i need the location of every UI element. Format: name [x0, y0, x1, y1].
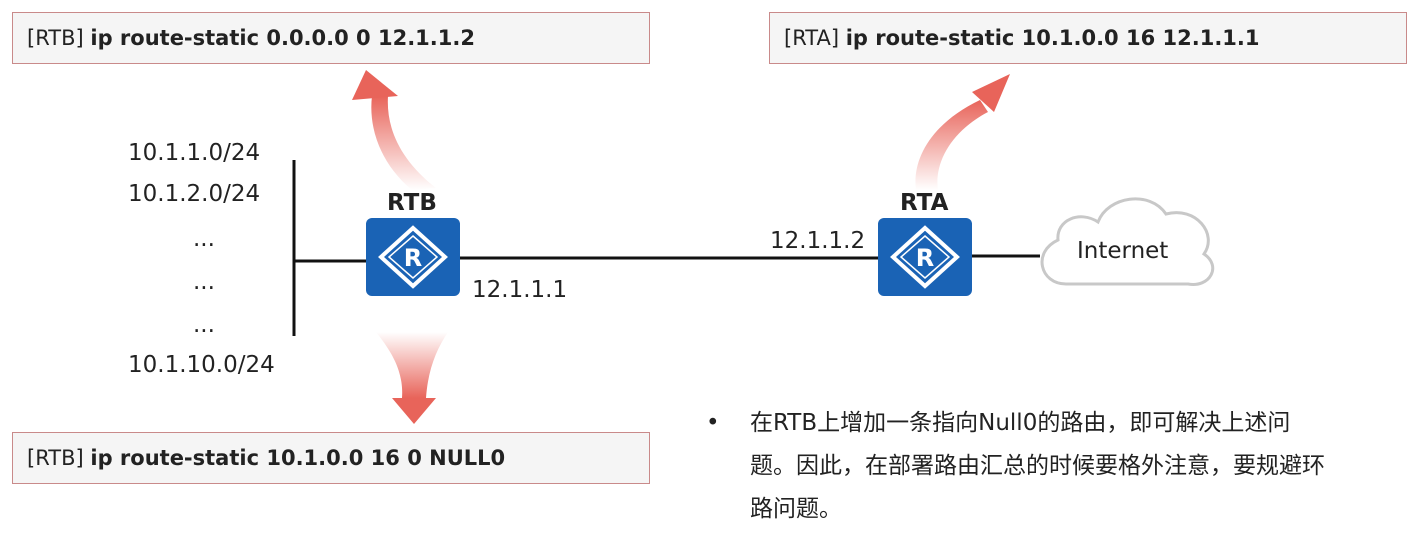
arrow-rtb-to-top-command [352, 70, 436, 190]
command-box-rtb-null0-route: [RTB] ip route-static 10.1.0.0 16 0 NULL… [12, 432, 650, 484]
command-prompt: [RTB] [27, 26, 84, 50]
command-box-rta-static-route: [RTA] ip route-static 10.1.0.0 16 12.1.1… [769, 12, 1407, 64]
svg-text:R: R [404, 244, 422, 272]
router-name-rtb: RTB [387, 190, 437, 216]
bullet-point: • [706, 410, 720, 436]
command-box-rtb-default-route: [RTB] ip route-static 0.0.0.0 0 12.1.1.2 [12, 12, 650, 64]
explanation-note: • 在RTB上增加一条指向Null0的路由，即可解决上述问题。因此，在部署路由汇… [706, 402, 1346, 531]
rtb-interface-ip: 12.1.1.1 [472, 277, 568, 303]
network-label: 10.1.1.0/24 [128, 140, 261, 166]
router-name-rta: RTA [900, 190, 949, 216]
arrow-rta-to-top-command [915, 74, 1010, 190]
router-icon: R [878, 218, 972, 296]
command-prompt: [RTB] [27, 446, 84, 470]
rta-interface-ip: 12.1.1.2 [770, 228, 866, 254]
router-icon: R [366, 218, 460, 296]
network-ellipsis: ... [193, 269, 215, 295]
command-prompt: [RTA] [784, 26, 840, 50]
note-text: 在RTB上增加一条指向Null0的路由，即可解决上述问题。因此，在部署路由汇总的… [750, 410, 1325, 522]
svg-text:R: R [916, 244, 934, 272]
internet-cloud-icon [1040, 197, 1215, 286]
command-text: ip route-static 10.1.0.0 16 0 NULL0 [90, 446, 506, 470]
network-ellipsis: ... [193, 312, 215, 338]
command-text: ip route-static 10.1.0.0 16 12.1.1.1 [845, 26, 1260, 50]
command-text: ip route-static 0.0.0.0 0 12.1.1.2 [90, 26, 475, 50]
network-ellipsis: ... [193, 226, 215, 252]
arrow-rtb-to-bottom-command [376, 332, 448, 424]
internet-label: Internet [1077, 238, 1169, 264]
network-label: 10.1.10.0/24 [128, 352, 275, 378]
network-label: 10.1.2.0/24 [128, 181, 261, 207]
